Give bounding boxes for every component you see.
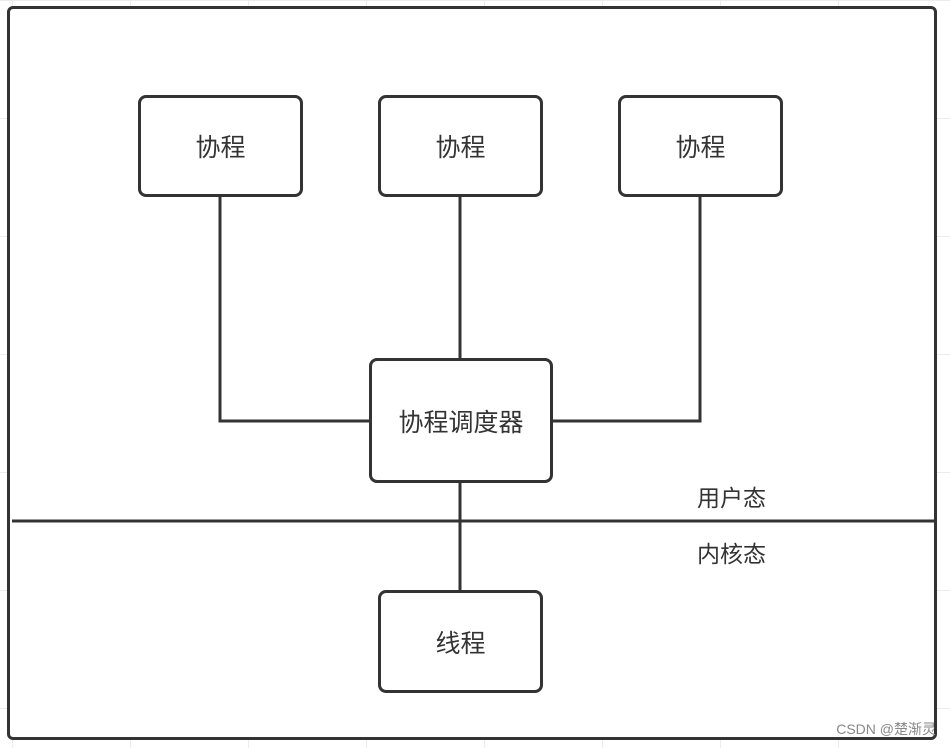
- coroutine-node-1: 协程: [138, 95, 303, 197]
- coroutine-node-3: 协程: [618, 95, 783, 197]
- user-mode-label: 用户态: [697, 486, 766, 512]
- thread-node-label: 线程: [435, 628, 486, 658]
- scheduler-node: 协程调度器: [369, 358, 553, 483]
- watermark: CSDN @楚渐灵: [836, 721, 936, 737]
- coroutine-node-2: 协程: [378, 95, 543, 197]
- coroutine-node-1-label: 协程: [195, 133, 246, 162]
- edge-coroutine-3-to-scheduler: [553, 197, 702, 423]
- coroutine-node-3-label: 协程: [675, 133, 726, 162]
- scheduler-node-label: 协程调度器: [398, 407, 524, 437]
- thread-node: 线程: [378, 590, 543, 693]
- coroutine-node-2-label: 协程: [435, 133, 486, 162]
- edge-coroutine-1-to-scheduler: [218, 197, 369, 423]
- kernel-mode-label: 内核态: [697, 542, 766, 568]
